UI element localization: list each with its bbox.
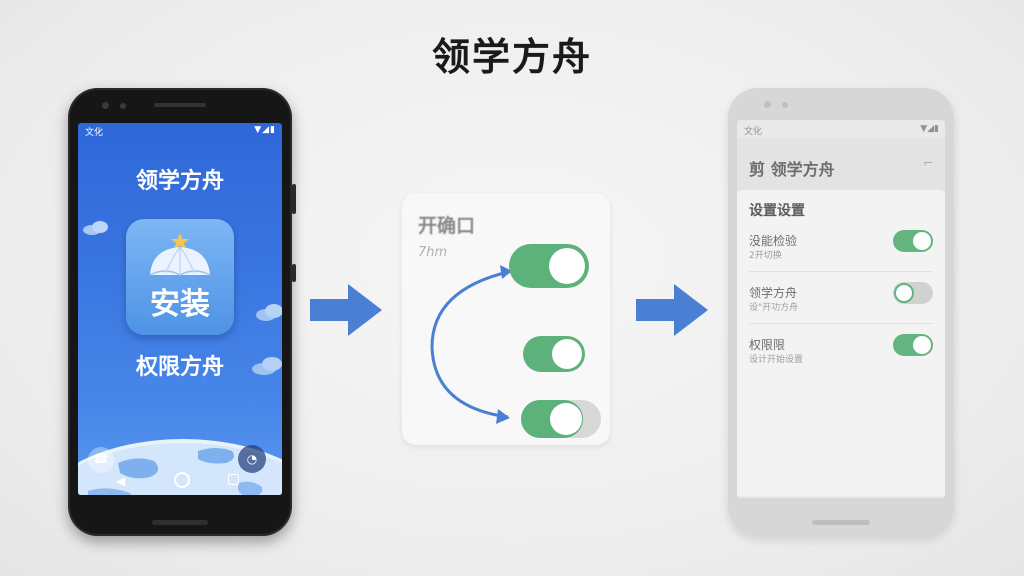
status-time: 文化: [744, 127, 763, 137]
toggle-switch[interactable]: [892, 281, 934, 305]
settings-panel: 设置设置 没能检验 2开切换 领学方舟 设"开功方舟: [737, 190, 945, 496]
phone-home-screen: 文化 ▼◢▮ 领学方舟: [68, 88, 296, 536]
toggle-switch[interactable]: [522, 335, 586, 373]
volume-button: [292, 264, 296, 282]
app-bar-title: 剪 领学方舟: [749, 160, 835, 179]
earpiece-speaker: [154, 103, 206, 107]
row-label: 领学方舟: [749, 286, 798, 300]
permission-toggle-card: 开确口 7hm: [402, 193, 610, 445]
card-subtitle: 7hm: [418, 245, 448, 260]
recent-apps-icon[interactable]: [228, 474, 239, 485]
row-label: 没能检验: [749, 234, 798, 248]
settings-row[interactable]: 领学方舟 设"开功方舟: [737, 278, 945, 330]
phone-chin-bar: [812, 520, 870, 525]
status-bar: 文化 ▼◢▮: [737, 120, 945, 138]
toggle-switch[interactable]: [508, 243, 590, 289]
right-arrow-icon: [636, 284, 708, 336]
back-icon[interactable]: ◀: [116, 474, 126, 488]
cloud-icon: [256, 304, 282, 321]
row-sub: 设计开始设置: [749, 355, 804, 365]
toggle-switch[interactable]: [892, 229, 934, 253]
row-sub: 2开切换: [749, 251, 782, 261]
row-sub: 设"开功方舟: [749, 303, 799, 313]
row-divider: [749, 271, 933, 272]
status-icons: ▼◢▮: [920, 124, 939, 134]
settings-title: 设置设置: [749, 203, 805, 219]
home-icon[interactable]: [174, 472, 190, 488]
permission-label: 权限方舟: [135, 355, 224, 380]
card-title: 开确口: [418, 215, 476, 237]
navigation-bar: ◀: [78, 467, 282, 495]
phone-settings-screen: 文化 ▼◢▮ 剪 领学方舟 ⌐ 设置设置 没能检验 2开切换: [728, 88, 954, 536]
phone-chin-bar: [152, 520, 208, 525]
phone-call-icon[interactable]: ☎: [88, 447, 114, 473]
row-label: 权限限: [749, 338, 786, 352]
row-divider: [749, 323, 933, 324]
home-screen: 文化 ▼◢▮ 领学方舟: [78, 123, 282, 495]
flow-curve-arrow: [430, 265, 513, 424]
front-camera-icon: [102, 102, 109, 109]
app-bar: 剪 领学方舟 ⌐: [737, 138, 945, 190]
power-button: [292, 184, 296, 214]
umbrella-icon: [149, 233, 211, 276]
right-arrow-icon: [310, 284, 382, 336]
app-name-heading: 领学方舟: [135, 169, 224, 194]
toggle-switch[interactable]: [520, 399, 602, 439]
sensor-icon: [782, 102, 788, 108]
install-app-icon[interactable]: 安装: [126, 219, 234, 335]
earth-illustration: [78, 439, 282, 495]
assistant-icon[interactable]: ◔: [238, 445, 266, 473]
front-camera-icon: [764, 101, 771, 108]
status-icons: ▼◢▮: [254, 125, 276, 135]
sensor-icon: [120, 103, 126, 109]
cloud-icon: [83, 221, 108, 235]
status-bar: 文化 ▼◢▮: [78, 123, 282, 139]
settings-row[interactable]: 没能检验 2开切换: [737, 226, 945, 278]
settings-screen: 文化 ▼◢▮ 剪 领学方舟 ⌐ 设置设置 没能检验 2开切换: [737, 120, 945, 498]
overflow-icon[interactable]: ⌐: [922, 156, 933, 170]
install-label: 安装: [150, 287, 210, 322]
status-time: 文化: [85, 128, 104, 138]
toggle-switch[interactable]: [892, 333, 934, 357]
settings-row[interactable]: 权限限 设计开始设置: [737, 330, 945, 382]
cloud-icon: [252, 357, 282, 375]
page-title: 领学方舟: [431, 35, 592, 79]
